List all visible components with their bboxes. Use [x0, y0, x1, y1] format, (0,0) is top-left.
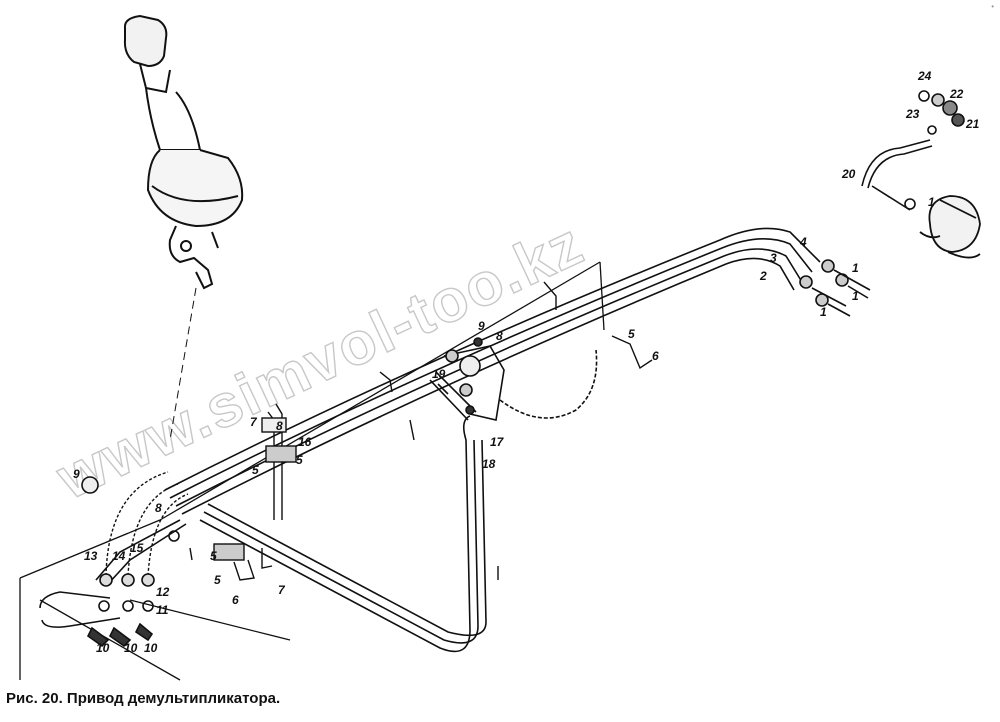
- callout-label: 9: [478, 319, 485, 333]
- callout-label: 11: [156, 603, 169, 617]
- callout-label: 17: [490, 435, 505, 449]
- valve-bracket: [437, 337, 598, 421]
- callout-label: 8: [276, 419, 283, 433]
- callout-label: 7: [250, 415, 258, 429]
- callout-label: 10: [124, 641, 138, 655]
- callout-label: 1: [852, 289, 859, 303]
- air-valve: [919, 195, 981, 259]
- valve-block: [39, 476, 180, 648]
- callout-label: 1: [852, 261, 859, 275]
- callout-label: 1: [820, 305, 827, 319]
- corner-mark: •: [991, 2, 994, 11]
- callout-label: 24: [917, 69, 932, 83]
- callout-label: 7: [278, 583, 286, 597]
- callout-label: 5: [214, 573, 221, 587]
- callout-label: 21: [965, 117, 980, 131]
- air-tube-bundle: [95, 227, 821, 653]
- callout-label: 23: [905, 107, 920, 121]
- callout-label: 15: [130, 541, 144, 555]
- callout-label: 4: [799, 235, 807, 249]
- callout-label: 20: [841, 167, 856, 181]
- callout-label: 1: [928, 195, 935, 209]
- callout-label: 19: [432, 367, 446, 381]
- watermark: www.simvol-too.kz: [46, 209, 593, 512]
- callout-label: 2: [759, 269, 767, 283]
- callout-label: 22: [949, 87, 964, 101]
- callout-label: 9: [73, 467, 80, 481]
- small-parts: [918, 90, 965, 135]
- callout-label: 18: [482, 457, 496, 471]
- callout-label: 6: [652, 349, 659, 363]
- callout-label: 5: [296, 453, 303, 467]
- tube-clamps: [189, 281, 653, 581]
- callout-label: 16: [298, 435, 312, 449]
- callouts: 1 1 1 1 2 3 4 5 5 5 5 5 6 6 7 7 8 8 8 9 …: [73, 69, 980, 655]
- callout-label: 6: [232, 593, 239, 607]
- callout-label: 8: [496, 329, 503, 343]
- callout-label: 12: [156, 585, 170, 599]
- callout-label: 10: [144, 641, 158, 655]
- callout-label: 10: [96, 641, 110, 655]
- callout-label: 5: [628, 327, 635, 341]
- gearshift-lever: [123, 14, 244, 290]
- callout-label: 8: [155, 501, 162, 515]
- right-fittings: [799, 139, 933, 317]
- callout-label: 13: [84, 549, 98, 563]
- callout-label: 3: [770, 251, 777, 265]
- callout-label: 14: [112, 549, 126, 563]
- flexible-hoses: [105, 471, 189, 577]
- figure-caption: Рис. 20. Привод демультипликатора.: [6, 690, 281, 707]
- callout-label: 5: [252, 463, 259, 477]
- callout-label: 5: [210, 549, 217, 563]
